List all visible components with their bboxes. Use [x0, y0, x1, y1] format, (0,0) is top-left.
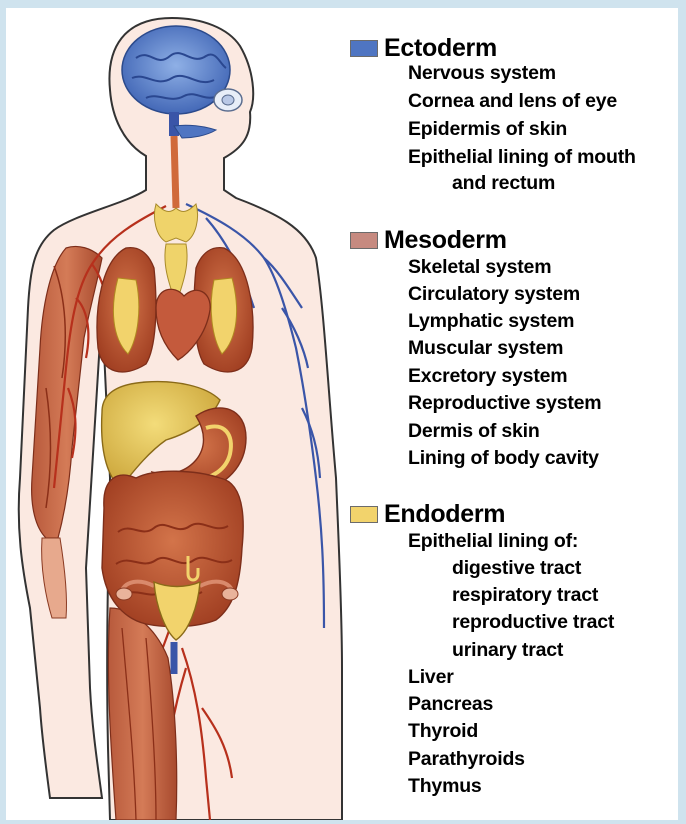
endoderm-item: Liver [408, 666, 454, 688]
intestines-icon [101, 470, 244, 628]
ectoderm-item: Nervous system [408, 62, 556, 84]
endoderm-subitem: reproductive tract [452, 611, 615, 633]
body-illustration [17, 16, 343, 820]
mesoderm-title: Mesoderm [384, 226, 507, 254]
nerves-icon [185, 203, 326, 629]
mesoderm-item: Dermis of skin [408, 420, 540, 442]
thyroid-icon [153, 203, 199, 306]
esophagus-icon [170, 135, 180, 209]
endoderm-item: Thymus [408, 775, 482, 797]
ectoderm-item: and rectum [452, 172, 556, 194]
mesoderm-item: Lining of body cavity [408, 447, 599, 469]
brain-icon [121, 25, 231, 136]
arm-muscles-icon [31, 245, 103, 619]
endoderm-title: Endoderm [384, 500, 506, 528]
ectoderm-item: Epidermis of skin [408, 118, 568, 140]
germ-layer-legend: Ectoderm Nervous system Cornea and lens … [346, 8, 676, 820]
mesoderm-swatch [350, 232, 378, 249]
mesoderm-item: Lymphatic system [408, 310, 575, 332]
endoderm-subitem: urinary tract [452, 639, 564, 661]
mesoderm-item: Skeletal system [408, 256, 552, 278]
mesoderm-item: Muscular system [408, 337, 564, 359]
mesoderm-item: Reproductive system [408, 392, 602, 414]
uterus-icon [115, 579, 239, 674]
endoderm-item: Pancreas [408, 693, 494, 715]
heart-icon [155, 288, 211, 361]
endoderm-item: Epithelial lining of: [408, 530, 579, 552]
endoderm-header: Endoderm [350, 500, 506, 529]
mesoderm-item: Circulatory system [408, 283, 580, 305]
leg-muscle-icon [107, 607, 178, 820]
mesoderm-header: Mesoderm [350, 226, 507, 255]
ectoderm-title: Ectoderm [384, 34, 497, 62]
endoderm-subitem: digestive tract [452, 557, 582, 579]
mouth-icon [173, 124, 218, 139]
endoderm-item: Parathyroids [408, 748, 525, 770]
endoderm-subitem: respiratory tract [452, 584, 599, 606]
lungs-icon [96, 246, 254, 373]
ectoderm-item: Cornea and lens of eye [408, 90, 618, 112]
ectoderm-header: Ectoderm [350, 34, 497, 63]
mesoderm-item: Excretory system [408, 365, 568, 387]
endoderm-item: Thyroid [408, 720, 479, 742]
diagram-panel: Ectoderm Nervous system Cornea and lens … [6, 8, 678, 820]
endoderm-swatch [350, 506, 378, 523]
ectoderm-swatch [350, 40, 378, 57]
eye-icon [213, 88, 243, 112]
ectoderm-item: Epithelial lining of mouth [408, 146, 636, 168]
